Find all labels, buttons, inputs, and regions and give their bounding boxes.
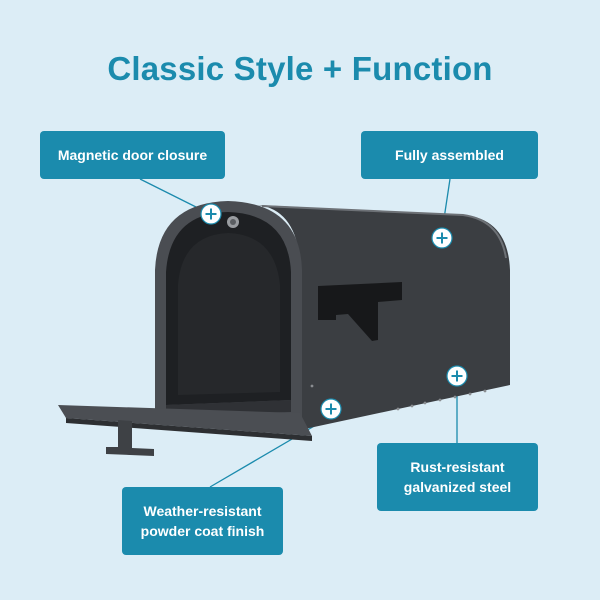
plus-marker-icon[interactable] xyxy=(320,398,342,420)
plus-marker-icon[interactable] xyxy=(446,365,468,387)
callout-label: Fully assembled xyxy=(395,147,504,163)
plus-marker-icon[interactable] xyxy=(200,203,222,225)
callout-magnetic-door-closure: Magnetic door closure xyxy=(40,131,225,179)
page-title: Classic Style + Function xyxy=(107,50,493,87)
callout-fully-assembled: Fully assembled xyxy=(361,131,538,179)
callout-label: Rust-resistant galvanized steel xyxy=(403,459,512,495)
callout-rust-resistant: Rust-resistant galvanized steel xyxy=(377,443,538,511)
callout-label: Weather-resistant powder coat finish xyxy=(140,503,265,539)
plus-marker-icon[interactable] xyxy=(431,227,453,249)
callout-label: Magnetic door closure xyxy=(57,147,208,163)
callout-weather-resistant: Weather-resistant powder coat finish xyxy=(122,487,283,555)
